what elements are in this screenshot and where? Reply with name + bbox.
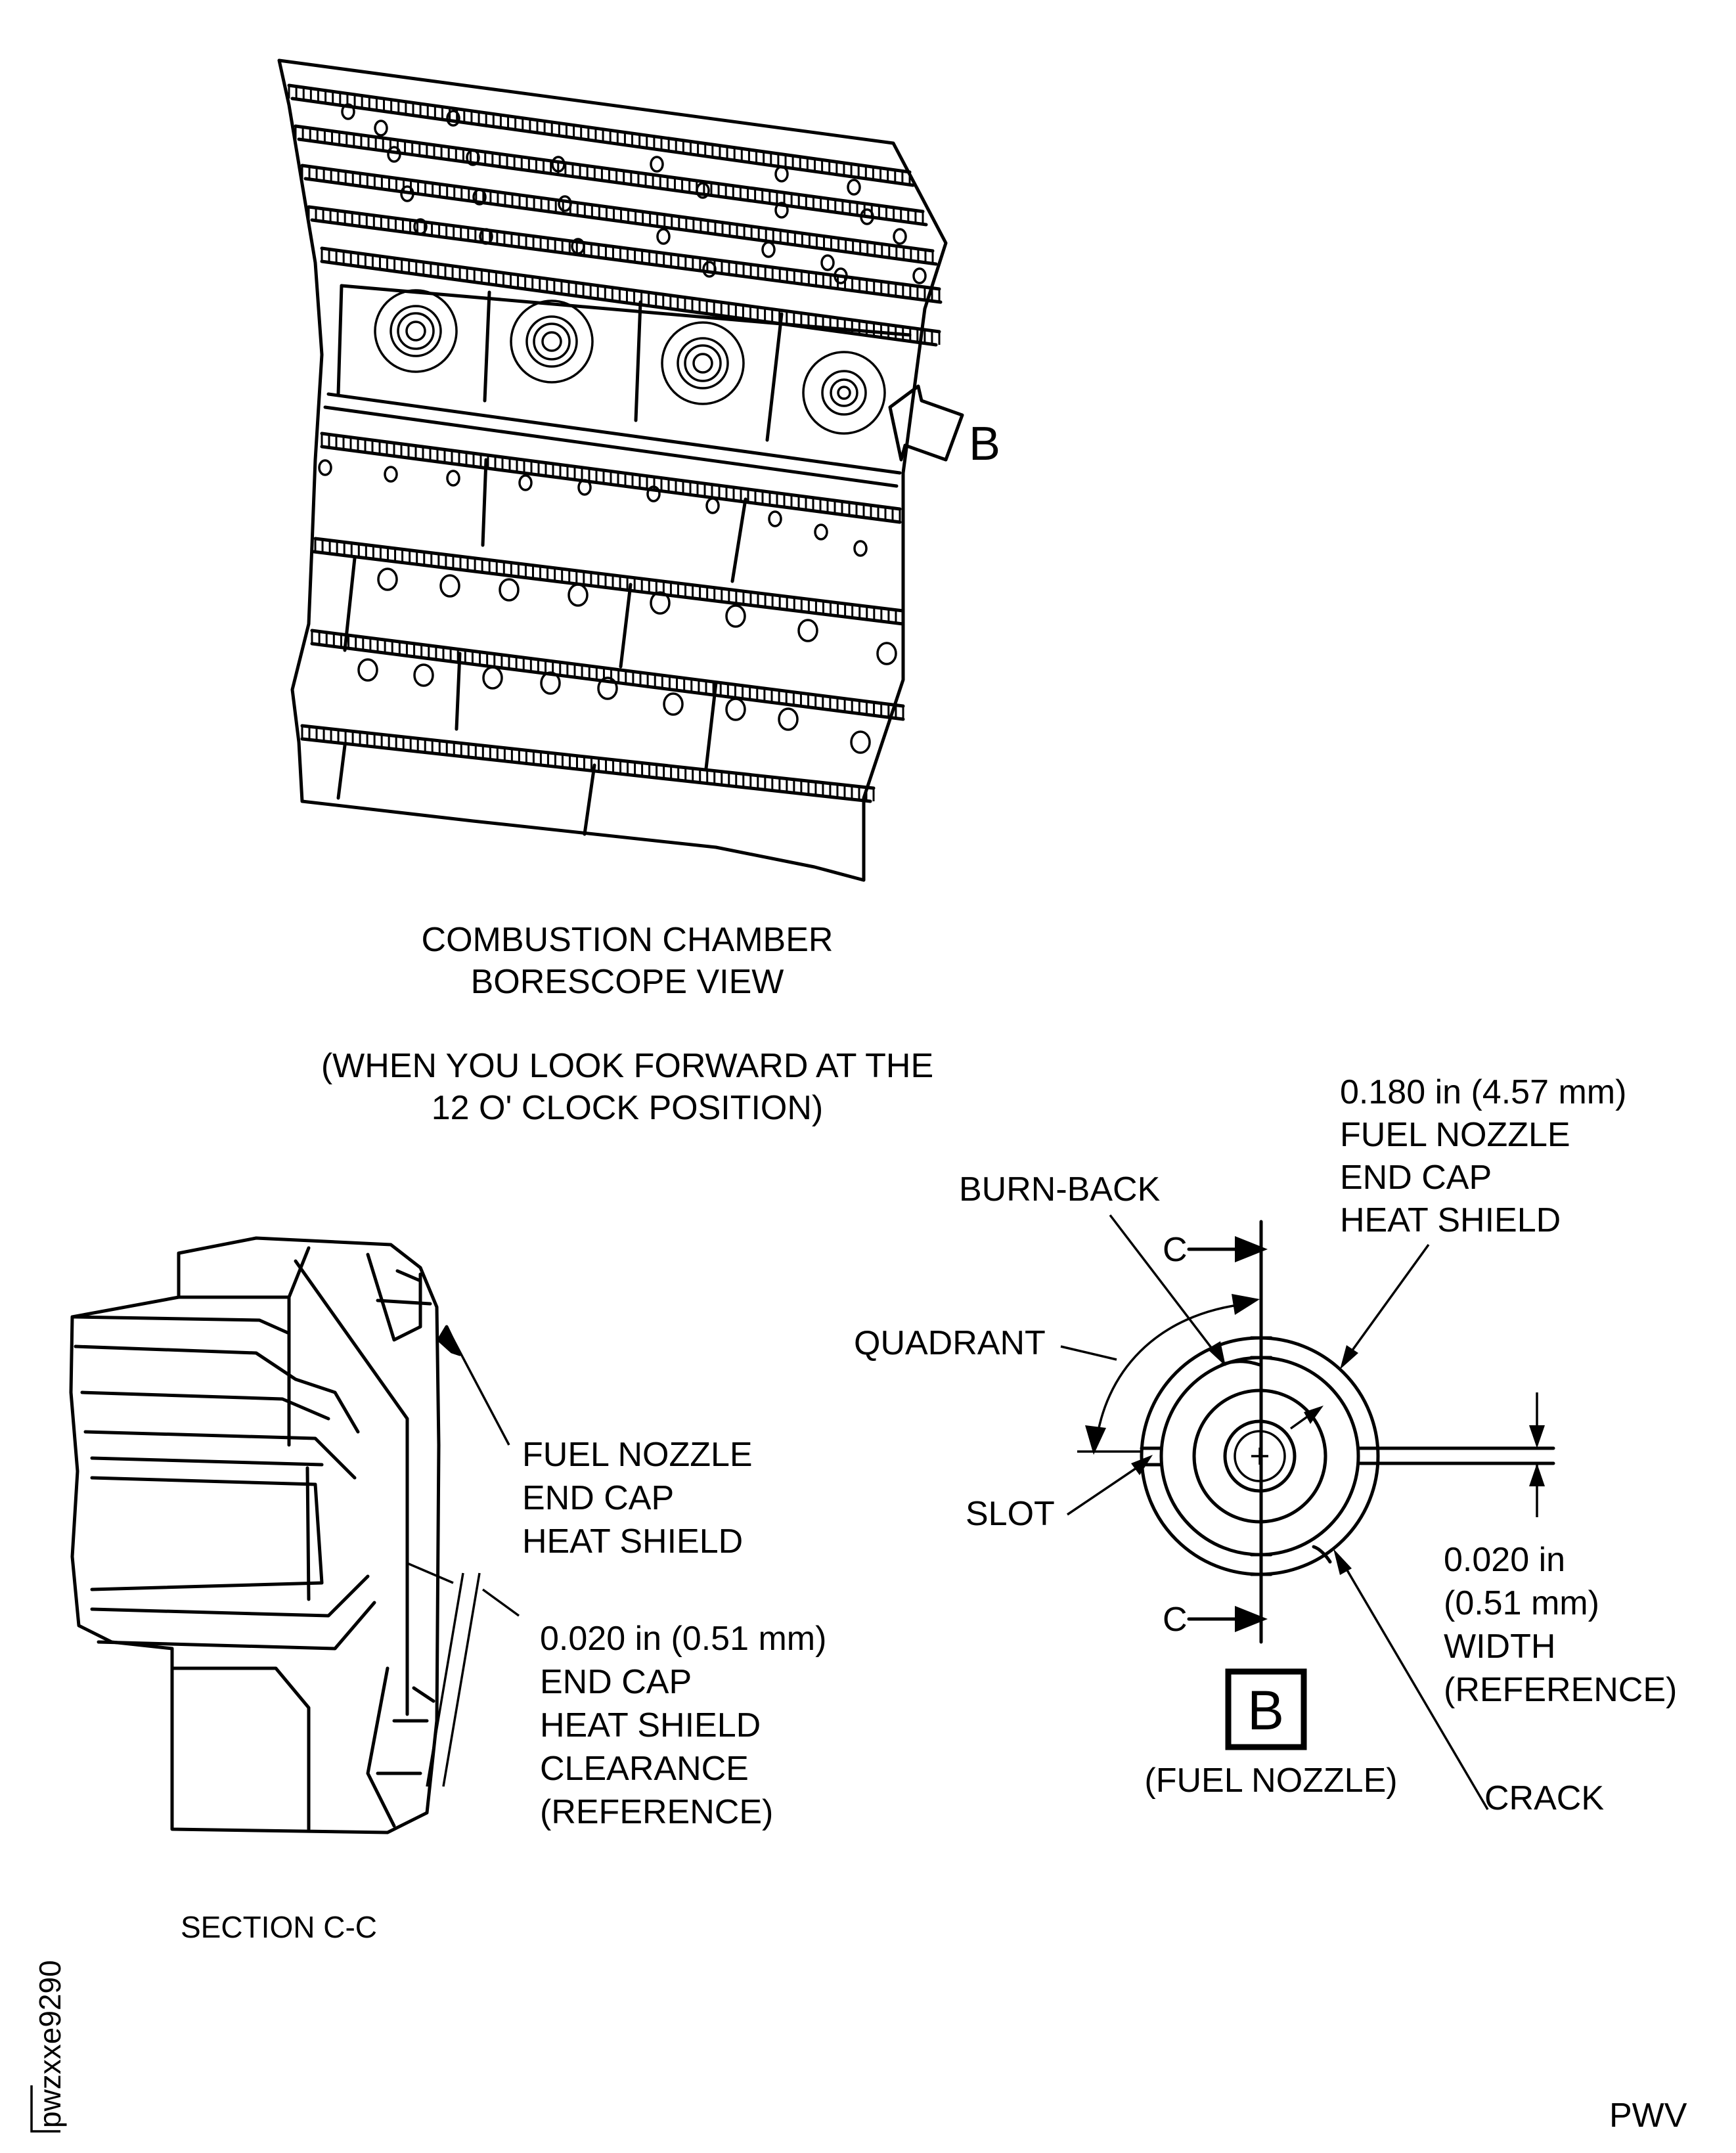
combustion-chamber-drawing: B [277,58,1000,882]
cc-clearance-line1: 0.020 in (0.51 mm) [540,1620,826,1658]
detail-b-drawing [1077,1220,1555,1644]
cc-clearance-line3: HEAT SHIELD [540,1706,761,1744]
detail-b-caption: (FUEL NOZZLE) [1144,1762,1397,1800]
nozzle-band [323,284,912,488]
upper-holes [341,103,927,284]
crack-label: CRACK [1484,1779,1604,1817]
view-letter: B [969,418,1000,470]
cc-shield-line2: END CAP [522,1479,674,1517]
cc-shield-line1: FUEL NOZZLE [522,1436,753,1474]
section-cc-drawing [69,1236,441,1834]
burn-back-label: BURN-BACK [959,1170,1161,1209]
cc-shield-line3: HEAT SHIELD [522,1522,743,1561]
quadrant-label: QUADRANT [854,1324,1046,1362]
shield-dim-line4: HEAT SHIELD [1340,1201,1561,1239]
footer-code: PWV [1609,2097,1687,2135]
nozzle-4-detail-b [802,351,886,435]
shield-dim-line3: END CAP [1340,1159,1492,1197]
shield-dim-line1: 0.180 in (4.57 mm) [1340,1073,1626,1111]
cc-clearance-line4: CLEARANCE [540,1750,749,1788]
detail-b-box [1225,1668,1307,1750]
width-dim-line3: WIDTH [1444,1628,1555,1666]
lower-bands [300,432,905,836]
cc-clearance-line2: END CAP [540,1663,692,1701]
borescope-title-line2: BORESCOPE VIEW [471,963,784,1001]
view-b-arrow [888,384,964,462]
width-dim-line1: 0.020 in [1444,1541,1565,1579]
width-dim-line2: (0.51 mm) [1444,1584,1599,1622]
shield-dim-line2: FUEL NOZZLE [1340,1116,1570,1154]
detail-b-letter: B [1247,1679,1284,1741]
nozzle-2 [510,300,594,384]
section-cc-title: SECTION C-C [181,1910,377,1944]
figure-id: pwzxxe9290 [33,1960,67,2128]
nozzle-3 [661,321,745,405]
upper-hatching [288,85,941,345]
slot-label: SLOT [966,1495,1055,1533]
width-dim-line4: (REFERENCE) [1444,1671,1677,1709]
lower-hatching [301,433,904,801]
cc-clearance-line5: (REFERENCE) [540,1793,773,1831]
section-mark-bottom: C [1163,1601,1188,1639]
borescope-title-line1: COMBUSTION CHAMBER [422,921,834,959]
section-mark-top: C [1163,1231,1188,1269]
borescope-note-line2: 12 O' CLOCK POSITION) [432,1089,824,1127]
nozzle-1 [374,289,458,373]
lower-holes [318,459,897,754]
borescope-note-line1: (WHEN YOU LOOK FORWARD AT THE [321,1047,933,1085]
